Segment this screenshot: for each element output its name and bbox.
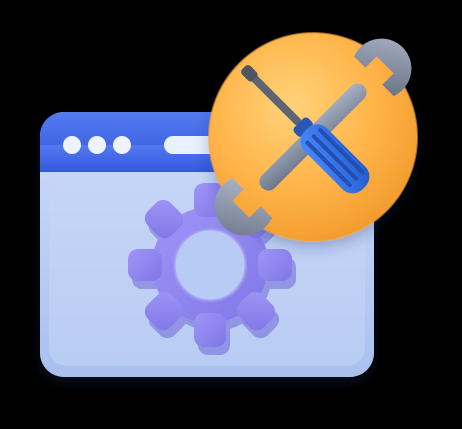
window-control-dots <box>63 136 131 154</box>
window-dot-3 <box>113 136 131 154</box>
gear-icon <box>128 183 296 355</box>
window-dot-2 <box>88 136 106 154</box>
screwdriver-icon <box>241 65 370 194</box>
window-dot-1 <box>63 136 81 154</box>
